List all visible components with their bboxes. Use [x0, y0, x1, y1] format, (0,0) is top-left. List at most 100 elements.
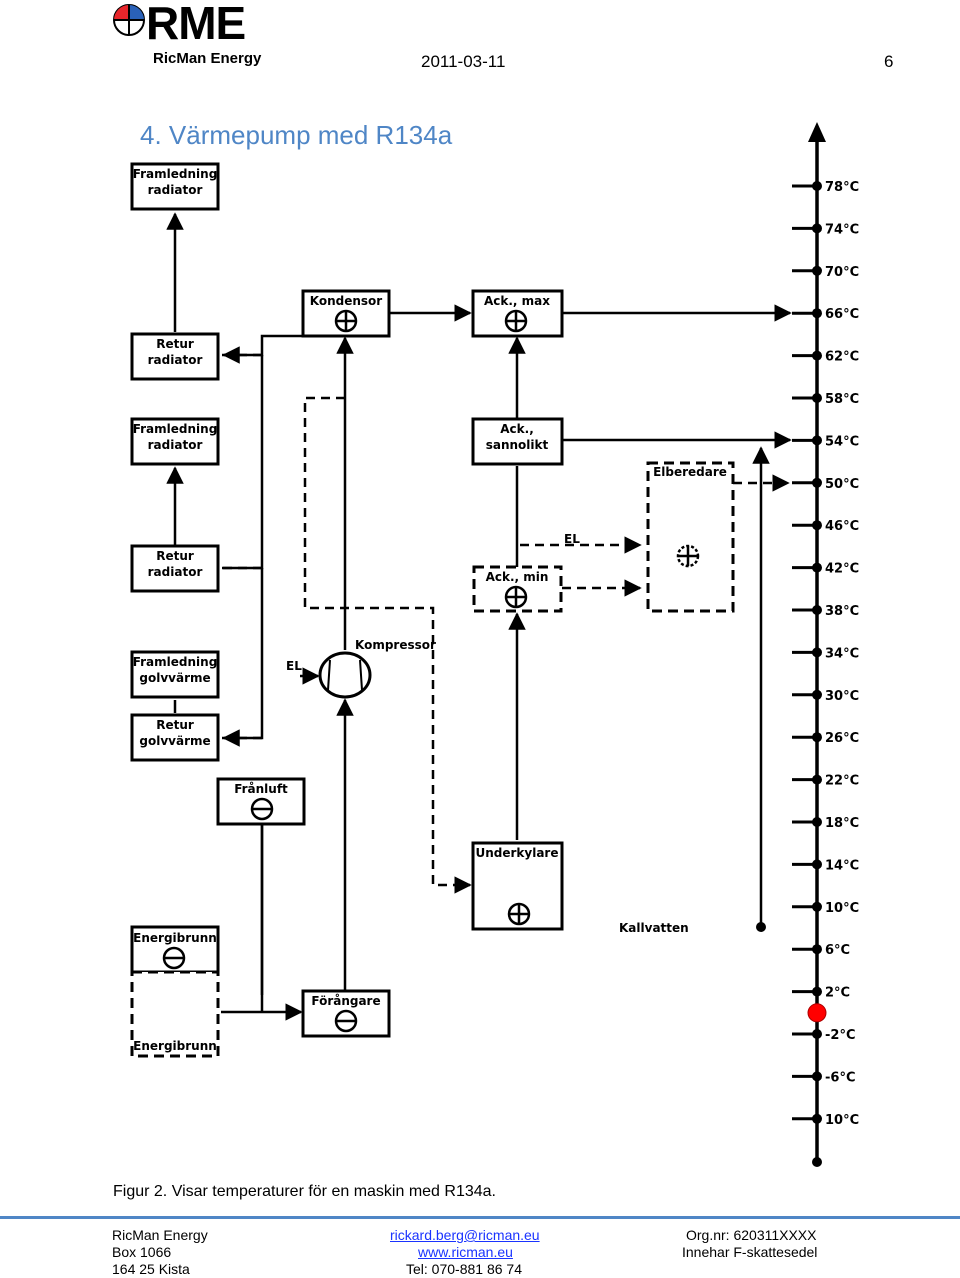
scale-label: 74°C	[825, 222, 859, 237]
label-retur-radiator-2a: Retur	[156, 549, 194, 563]
scale-label: 34°C	[825, 646, 859, 661]
scale-dot	[812, 435, 822, 446]
label-ack-max: Ack., max	[484, 294, 550, 308]
footer-city: 164 25 Kista	[112, 1261, 190, 1277]
scale-label: 66°C	[825, 307, 859, 322]
label-kompressor: Kompressor	[355, 638, 436, 652]
plus-icon	[507, 902, 531, 926]
scale-dot	[812, 647, 822, 658]
label-ack-min: Ack., min	[486, 570, 549, 584]
scale-label: 62°C	[825, 350, 859, 365]
scale-label: 10°C	[825, 1113, 859, 1128]
label-retur-radiator-2b: radiator	[148, 565, 203, 579]
scale-dot	[812, 901, 822, 912]
scale-label: 58°C	[825, 392, 859, 407]
box-retur-radiator-2	[130, 544, 220, 593]
scale-dot	[812, 265, 822, 276]
footer-box: Box 1066	[112, 1244, 172, 1260]
footer-email-link[interactable]: rickard.berg@ricman.eu	[390, 1227, 540, 1243]
footer-company: RicMan Energy	[112, 1227, 208, 1243]
page-title: 4. Värmepump med R134a	[140, 120, 453, 150]
label-retur-radiator-1b: radiator	[148, 353, 203, 367]
label-retur-golvvarme-a: Retur	[156, 718, 194, 732]
figure-caption: Figur 2. Visar temperaturer för en maski…	[113, 1183, 496, 1200]
label-franluft: Frånluft	[234, 782, 288, 796]
scale-dot	[812, 308, 822, 319]
plus-icon	[504, 585, 528, 609]
plus-icon	[334, 309, 358, 333]
plus-icon	[676, 544, 700, 568]
footer-web-link[interactable]: www.ricman.eu	[418, 1244, 513, 1260]
label-ack-sannolikt-b: sannolikt	[486, 438, 549, 452]
label-framledning-golvvarme-a: Framledning	[133, 655, 218, 669]
scale-dot	[812, 477, 822, 488]
scale-dot	[812, 1071, 822, 1082]
box-framledning-golvvarme	[130, 650, 220, 699]
footer-tel: Tel: 070-881 86 74	[406, 1261, 522, 1277]
logo-text: RME	[146, 0, 246, 49]
scale-label: 78°C	[825, 180, 859, 195]
scale-label: 50°C	[825, 477, 859, 492]
scale-label: -6°C	[825, 1070, 855, 1085]
label-kondensor: Kondensor	[310, 294, 383, 308]
label-framledning-golvvarme-b: golvvärme	[139, 671, 210, 685]
scale-dot	[812, 393, 822, 403]
minus-icon	[334, 1009, 358, 1033]
scale-label: 22°C	[825, 774, 859, 789]
label-retur-golvvarme-b: golvvärme	[139, 734, 210, 748]
scale-dot	[812, 1113, 822, 1124]
scale-label: 38°C	[825, 604, 859, 619]
scale-label: 54°C	[825, 434, 859, 449]
footer-ftax: Innehar F-skattesedel	[682, 1244, 818, 1260]
scale-label: 2°C	[825, 986, 850, 1001]
scale-label: 42°C	[825, 562, 859, 577]
scale-dot	[812, 223, 822, 234]
box-ack-sannolikt	[471, 417, 564, 466]
box-energibrunn-2	[130, 970, 220, 1058]
logo-icon	[113, 4, 145, 36]
logo-subtext: RicMan Energy	[153, 50, 262, 67]
box-elberedare	[646, 461, 735, 613]
minus-icon	[250, 797, 274, 821]
label-el-heater: EL	[564, 532, 580, 546]
scale-dot	[812, 817, 822, 827]
label-energibrunn-2: Energibrunn	[133, 1039, 217, 1053]
scale-dot	[812, 562, 822, 573]
footer-divider	[0, 1216, 960, 1219]
box-framledning-radiator-2	[130, 417, 220, 466]
minus-icon	[162, 946, 186, 970]
scale-dot	[812, 944, 822, 955]
scale-label: 18°C	[825, 816, 859, 831]
scale-dot	[812, 689, 822, 700]
scale-label: -2°C	[825, 1028, 855, 1043]
temperature-scale: 78°C74°C70°C66°C62°C58°C54°C50°C46°C42°C…	[792, 122, 859, 1167]
page-number: 6	[884, 52, 894, 71]
compressor-icon	[318, 651, 372, 699]
scale-dot	[812, 732, 822, 743]
label-framledning-radiator-2b: radiator	[148, 438, 203, 452]
scale-dot	[812, 605, 822, 615]
scale-dot	[812, 520, 822, 531]
scale-dot	[812, 181, 822, 191]
scale-dot	[812, 350, 822, 361]
scale-label: 30°C	[825, 689, 859, 704]
label-elberedare: Elberedare	[653, 465, 727, 479]
label-framledning-radiator-1a: Framledning	[133, 167, 218, 181]
box-framledning-radiator-1	[130, 162, 220, 211]
scale-arrow-icon	[808, 122, 826, 142]
scale-dot	[812, 774, 822, 785]
label-el-compressor: EL	[286, 659, 302, 673]
scale-dot	[812, 859, 822, 870]
label-underkylare: Underkylare	[475, 846, 558, 860]
footer-orgnr: Org.nr: 620311XXXX	[686, 1227, 817, 1243]
scale-label: 6°C	[825, 943, 850, 958]
label-energibrunn-1: Energibrunn	[133, 931, 217, 945]
plus-icon	[504, 309, 528, 333]
label-framledning-radiator-2a: Framledning	[133, 422, 218, 436]
header-date: 2011-03-11	[421, 52, 506, 71]
label-retur-radiator-1a: Retur	[156, 337, 194, 351]
scale-marker	[807, 1003, 827, 1023]
heat-pump-diagram: Framledning radiator Retur radiator Fram…	[130, 122, 859, 1167]
scale-label: 46°C	[825, 519, 859, 534]
box-retur-radiator-1	[130, 332, 220, 381]
